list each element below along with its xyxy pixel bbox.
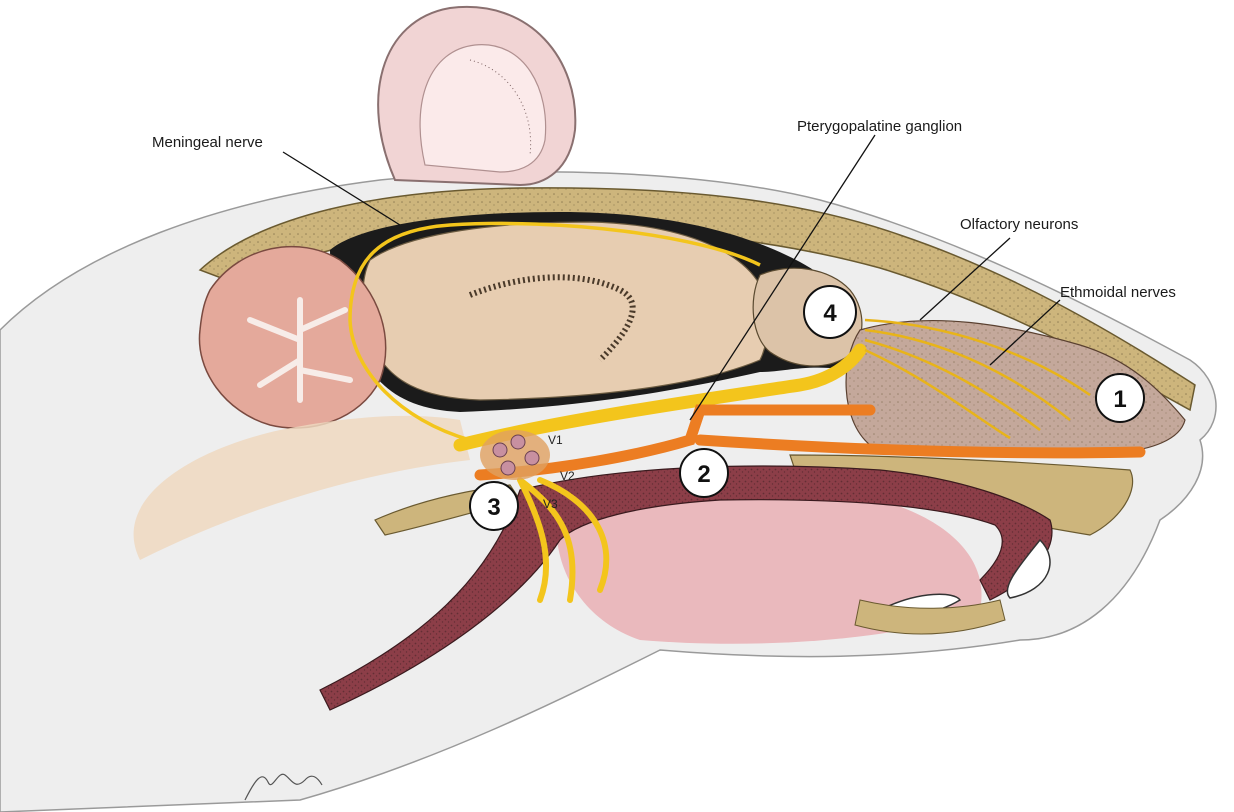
svg-text:4: 4 <box>823 300 837 327</box>
marker-1: 1 <box>1096 374 1144 422</box>
marker-4: 4 <box>804 286 856 338</box>
v1-label: V1 <box>548 433 563 447</box>
marker-2: 2 <box>680 449 728 497</box>
v2-label: V2 <box>560 469 575 483</box>
meningeal-nerve-label: Meningeal nerve <box>152 134 263 151</box>
cerebrum <box>363 222 767 400</box>
svg-text:3: 3 <box>487 494 500 521</box>
ethmoidal-nerves-label: Ethmoidal nerves <box>1060 284 1176 301</box>
marker-3: 3 <box>470 482 518 530</box>
svg-text:2: 2 <box>697 461 710 488</box>
trigeminal-ganglion <box>480 430 550 480</box>
v3-label: V3 <box>543 497 558 511</box>
olfactory-neurons-label: Olfactory neurons <box>960 216 1078 233</box>
ear <box>378 7 575 185</box>
svg-text:1: 1 <box>1113 386 1126 413</box>
pterygopalatine-ganglion-label: Pterygopalatine ganglion <box>797 118 962 135</box>
